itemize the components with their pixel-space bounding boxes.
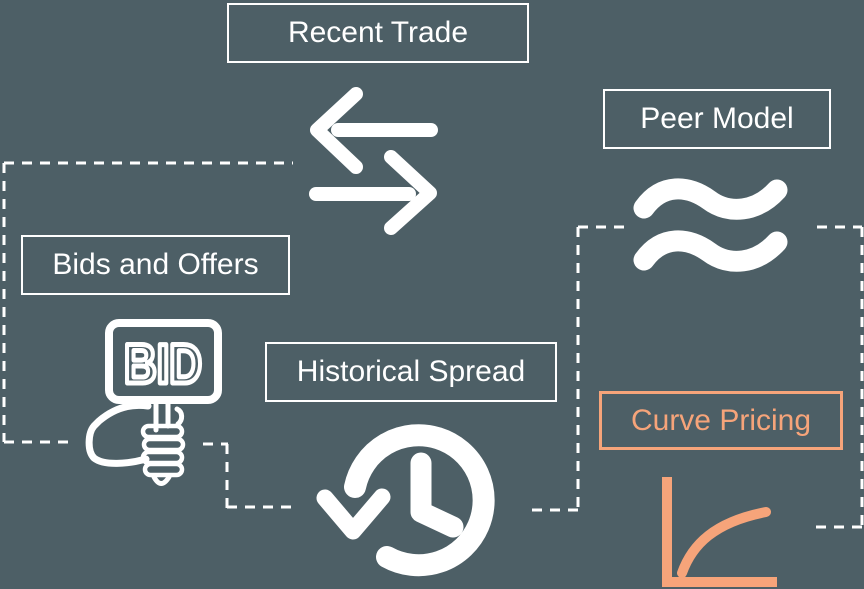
historical-spread-label: Historical Spread <box>296 355 526 388</box>
recent-trade-box: Recent Trade <box>227 3 529 63</box>
peer-model-label: Peer Model <box>640 102 794 135</box>
recent-trade-label: Recent Trade <box>287 16 469 49</box>
approx-equal-icon <box>633 178 788 272</box>
curve-pricing-box: Curve Pricing <box>599 391 843 450</box>
historical-spread-box: Historical Spread <box>265 342 557 402</box>
peer-model-box: Peer Model <box>603 89 831 149</box>
curve-pricing-label: Curve Pricing <box>630 403 812 437</box>
swap-arrows-icon <box>309 87 438 235</box>
history-clock-icon <box>316 424 495 577</box>
curve-chart-icon <box>662 477 777 587</box>
bid-paddle-icon: BID <box>85 319 222 486</box>
dashed-connector-left <box>2 161 297 509</box>
bids-and-offers-box: Bids and Offers <box>21 235 290 295</box>
dashed-connector-right <box>527 225 864 529</box>
bids-and-offers-label: Bids and Offers <box>52 248 259 281</box>
bid-sign-text: BID <box>124 332 202 395</box>
